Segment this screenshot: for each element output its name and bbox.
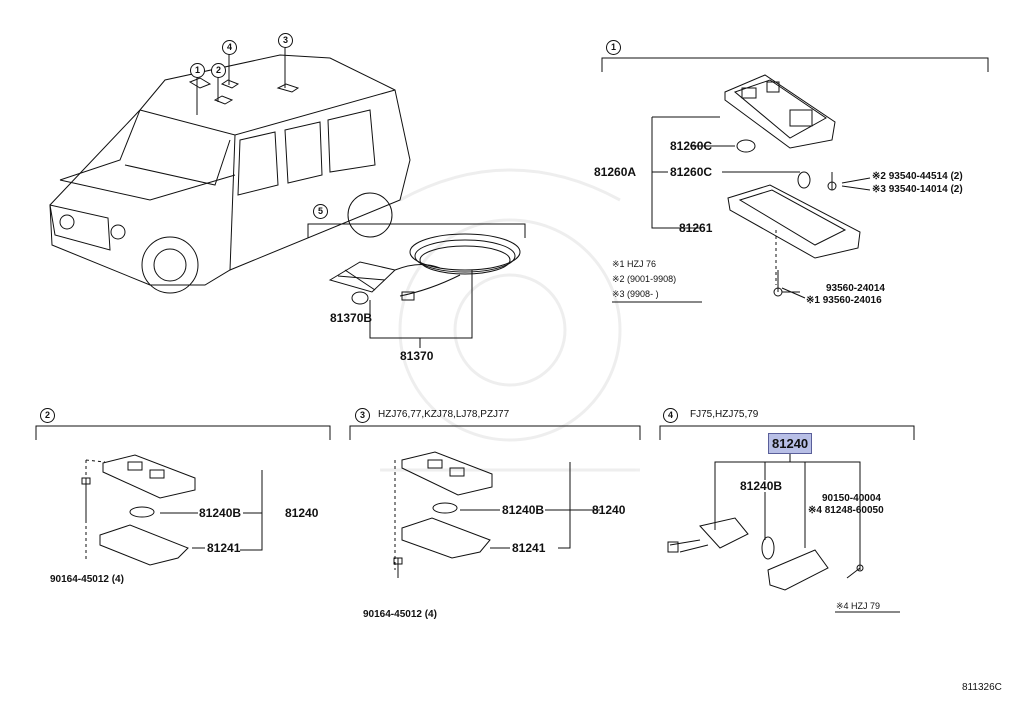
dome-lamp-2: [81, 454, 196, 566]
callout-4-section: 4: [663, 408, 678, 423]
note-2: ※2 (9001-9908): [612, 274, 677, 284]
models-s4: FJ75,HZJ75,79: [690, 409, 759, 420]
lamp-assembly-4: [667, 517, 864, 591]
part-81240B-s4: 81240B: [740, 479, 783, 493]
part-81248-60050: ※4 81248-60050: [808, 505, 884, 516]
callout-3-vehicle: 3: [278, 33, 293, 48]
callout-3-section: 3: [355, 408, 370, 423]
bulb-81260C: [736, 139, 811, 189]
bolt-s2: 90164-45012 (4): [50, 574, 124, 585]
part-81240-s2: 81240: [285, 506, 319, 520]
screw-93540-14014: ※3 93540-14014 (2): [872, 184, 963, 195]
note-4: ※4 HZJ 79: [836, 601, 881, 611]
callout-5-section: 5: [313, 204, 328, 219]
vehicle-illustration: [49, 48, 411, 294]
part-81241-s3: 81241: [512, 541, 546, 555]
screw-93560-24014: 93560-24014: [826, 283, 885, 294]
part-90150-40004: 90150-40004: [822, 493, 881, 504]
part-81370B: 81370B: [330, 311, 373, 325]
part-81241-s2: 81241: [207, 541, 241, 555]
section1-bracket: [601, 57, 989, 303]
figure-id: 811326C: [962, 682, 1002, 693]
screw-93540-44514: ※2 93540-44514 (2): [872, 171, 963, 182]
part-81240B-s2: 81240B: [199, 506, 242, 520]
lens-81261: [727, 184, 861, 259]
callout-4-vehicle: 4: [222, 40, 237, 55]
note-3: ※3 (9908- ): [612, 289, 659, 299]
part-81240-s3: 81240: [592, 503, 626, 517]
screw-93560-24016: ※1 93560-24016: [806, 295, 882, 306]
part-81260C-lower: 81260C: [670, 165, 713, 179]
part-81240-s4-highlight[interactable]: 81240: [768, 433, 813, 454]
screws: [773, 172, 837, 297]
models-s3: HZJ76,77,KZJ78,LJ78,PZJ77: [378, 409, 510, 420]
dome-lamp-3: [393, 451, 493, 578]
part-81370: 81370: [400, 349, 434, 363]
part-81261: 81261: [679, 221, 713, 235]
callout-2-section: 2: [40, 408, 55, 423]
section4-bracket: [659, 425, 915, 613]
map-lamp-housing: [724, 74, 836, 149]
part-81260A: 81260A: [594, 165, 637, 179]
callout-2-vehicle: 2: [211, 63, 226, 78]
section5-bracket: [307, 223, 526, 348]
work-lamp-reel: [328, 233, 521, 305]
callout-1-vehicle: 1: [190, 63, 205, 78]
watermark: [380, 168, 640, 472]
part-81260C-upper: 81260C: [670, 139, 713, 153]
section3-bracket: [349, 425, 641, 570]
note-1: ※1 HZJ 76: [612, 259, 657, 269]
part-81240B-s3: 81240B: [502, 503, 545, 517]
bolt-s3: 90164-45012 (4): [363, 609, 437, 620]
callout-1-section: 1: [606, 40, 621, 55]
